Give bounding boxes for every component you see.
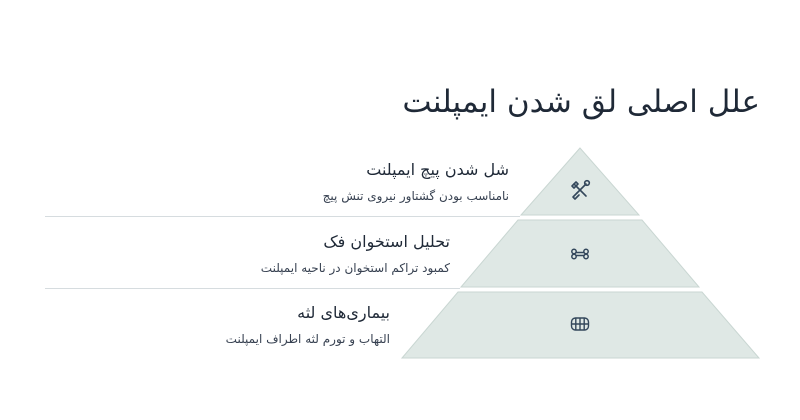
bone-icon [571, 248, 589, 260]
level-1-description: نامناسب بودن گشتاور نیروی تنش پیچ [322, 189, 509, 203]
level-1-heading: شل شدن پیچ ایمپلنت [366, 160, 509, 179]
pyramid-tier-middle [459, 219, 701, 288]
divider-2 [45, 288, 460, 289]
level-1-text: شل شدن پیچ ایمپلنت نامناسب بودن گشتاور ن… [323, 160, 509, 204]
teeth-icon [570, 317, 590, 331]
divider-1 [45, 216, 520, 217]
level-2-heading: تحلیل استخوان فک [323, 232, 450, 251]
level-3-description: التهاب و تورم لثه اطراف ایمپلنت [225, 332, 390, 346]
pyramid-tier-top [519, 147, 641, 216]
level-2-text: تحلیل استخوان فک کمبود تراکم استخوان در … [261, 232, 450, 276]
level-3-heading: بیماری‌های لثه [297, 303, 390, 322]
level-3-text: بیماری‌های لثه التهاب و تورم لثه اطراف ا… [226, 303, 390, 347]
page-title: علل اصلی لق شدن ایمپلنت [402, 84, 760, 120]
level-2-description: کمبود تراکم استخوان در ناحیه ایمپلنت [260, 261, 450, 275]
tools-icon [571, 179, 591, 200]
